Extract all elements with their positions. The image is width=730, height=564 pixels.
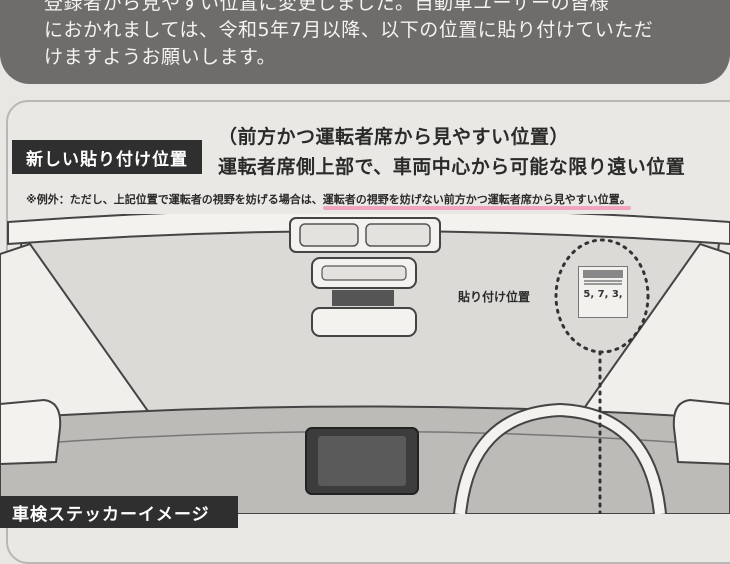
banner-text: 登録者から見やすい位置に変更しました。自動車ユーザーの皆様 におかれましては、令… [44,0,654,68]
placement-circle [554,238,650,354]
note-prefix: ※例外：ただし、上記位置で運転者の視野を妨げる場合は、 [26,193,323,206]
inspection-sticker: 5, 7, 3, [578,266,628,318]
mirror-stem [332,290,394,306]
placement-label: 貼り付け位置 [458,290,531,304]
windshield-illustration [0,214,730,514]
rearview-mirror [311,307,417,337]
section-tag: 新しい貼り付け位置 [12,140,202,174]
top-banner: 登録者から見やすい位置に変更しました。自動車ユーザーの皆様 におかれましては、令… [0,0,730,84]
heading-line-2: 運転者席側上部で、車両中心から可能な限り遠い位置 [218,156,686,178]
note-highlight: 運転者の視野を妨げない前方かつ運転者席から見やすい位置。 [322,193,631,206]
exception-note: ※例外：ただし、上記位置で運転者の視野を妨げる場合は、運転者の視野を妨げない前方… [26,191,631,207]
heading-line-1: （前方かつ運転者席から見やすい位置） [218,126,570,148]
left-side-mirror [0,398,62,466]
sticker-number: 5, 7, 3, [583,289,623,300]
right-side-mirror [672,398,730,466]
sticker-image-tag: 車検ステッカーイメージ [0,496,238,528]
